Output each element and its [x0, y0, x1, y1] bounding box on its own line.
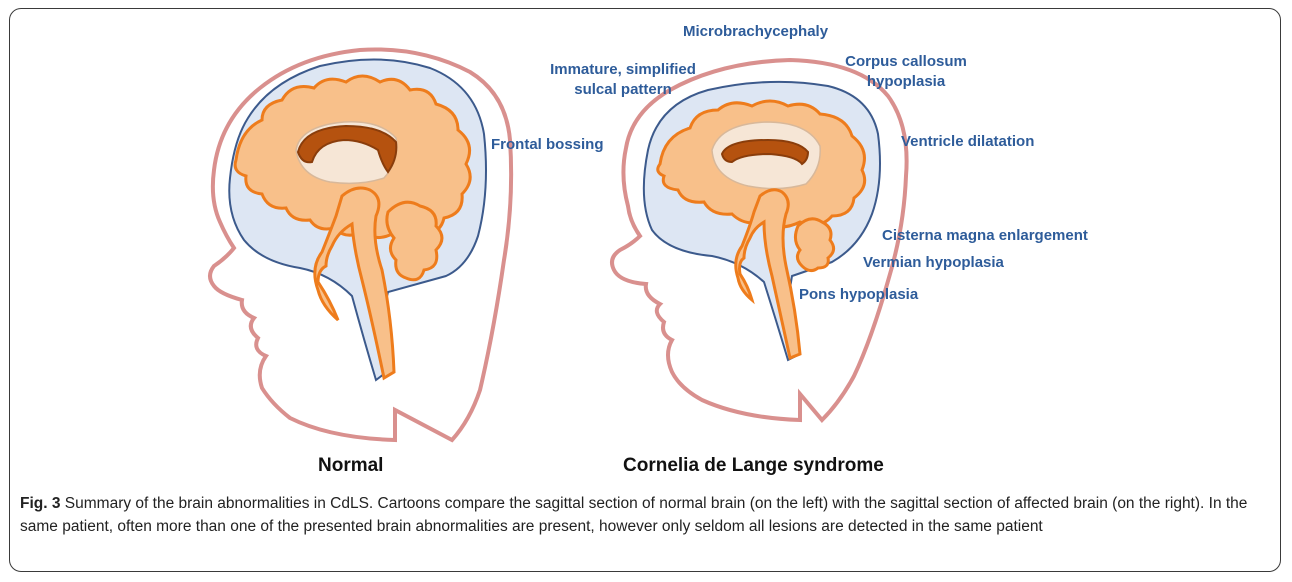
label-sulcal-line1: Immature, simplified [528, 60, 718, 80]
label-corpus-line2: hypoplasia [826, 72, 986, 92]
label-frontal-bossing: Frontal bossing [491, 135, 604, 155]
caption-text: Summary of the brain abnormalities in Cd… [20, 495, 1247, 535]
label-microbrachycephaly: Microbrachycephaly [683, 22, 828, 42]
figure-caption: Fig. 3 Summary of the brain abnormalitie… [20, 492, 1270, 538]
label-vermian-hypoplasia: Vermian hypoplasia [863, 253, 1004, 273]
label-corpus-line1: Corpus callosum [826, 52, 986, 72]
panel-label-normal: Normal [318, 455, 383, 477]
label-pons-hypoplasia: Pons hypoplasia [799, 285, 918, 305]
label-sulcal-pattern: Immature, simplified sulcal pattern [528, 60, 718, 100]
label-sulcal-line2: sulcal pattern [528, 80, 718, 100]
label-cisterna-magna: Cisterna magna enlargement [882, 226, 1088, 246]
label-corpus-callosum: Corpus callosum hypoplasia [826, 52, 986, 92]
label-ventricle-dilatation: Ventricle dilatation [901, 132, 1034, 152]
panel-label-cdls: Cornelia de Lange syndrome [623, 455, 884, 477]
caption-figure-number: Fig. 3 [20, 495, 60, 512]
normal-head-illustration [210, 49, 511, 440]
cdls-head-illustration [612, 60, 907, 420]
cdls-cerebellum [795, 219, 833, 271]
